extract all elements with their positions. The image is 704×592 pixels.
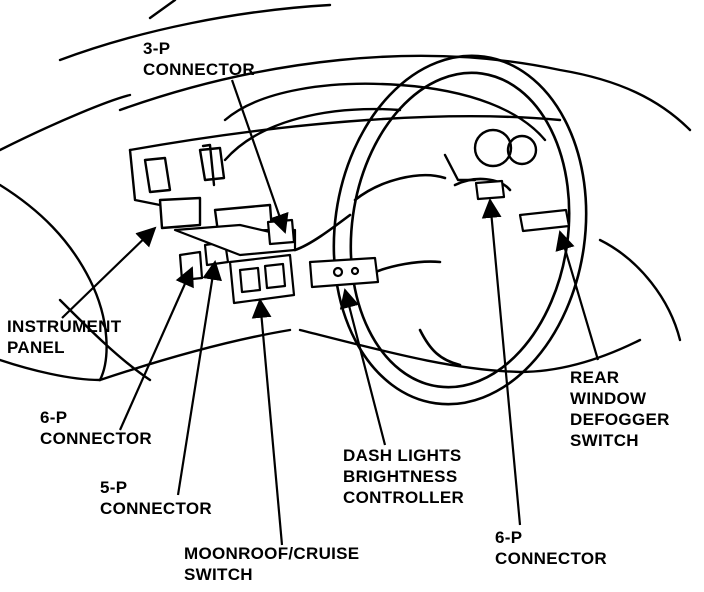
leader-lines bbox=[61, 79, 600, 546]
leader-instrument-panel bbox=[61, 226, 157, 319]
steering-wheel bbox=[293, 54, 588, 406]
leader-5p-connector bbox=[176, 260, 222, 496]
leader-rear-defogger bbox=[555, 230, 600, 361]
leader-dash-lights bbox=[339, 288, 387, 446]
leader-6p-connector-right bbox=[481, 198, 522, 526]
leader-3p-connector bbox=[230, 79, 289, 234]
leader-6p-connector-left bbox=[118, 266, 194, 431]
leader-moonroof-switch bbox=[251, 298, 284, 546]
switch-cluster bbox=[173, 179, 571, 305]
